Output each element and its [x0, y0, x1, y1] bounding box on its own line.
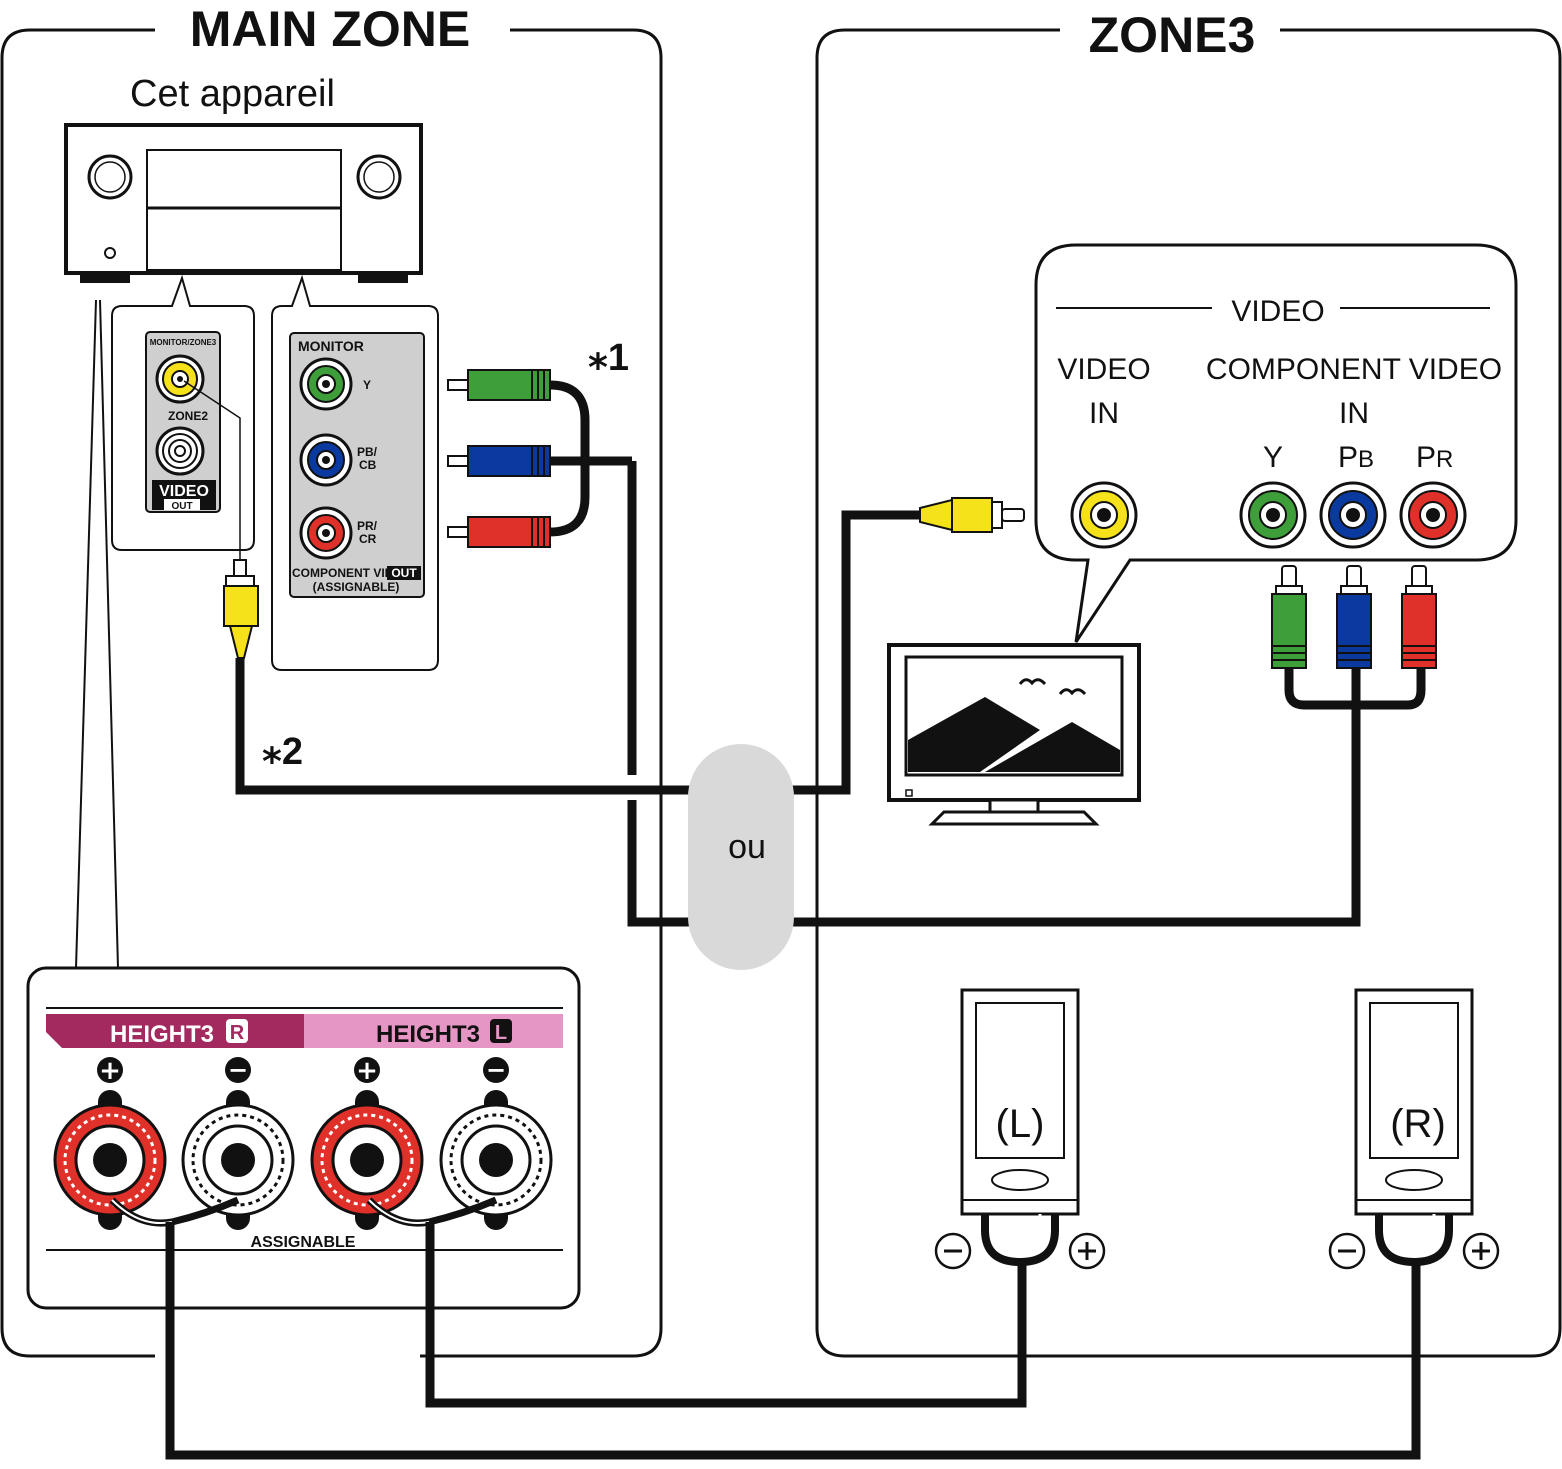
tv-video-in-label: VIDEO [1057, 353, 1150, 386]
assignable-label: ASSIGNABLE [251, 1234, 356, 1251]
monitor-zone3-label: MONITOR/ZONE3 [150, 338, 217, 347]
speaker-cable-left [425, 1222, 1027, 1408]
main-zone-frame [0, 28, 663, 1358]
speaker-right-label: (R) [1390, 1102, 1446, 1146]
monitor-zone3-jack [155, 354, 205, 404]
component-monitor-label: MONITOR [298, 338, 364, 354]
tv-y-label: Y [1263, 441, 1283, 474]
note2-marker: ⁎2 [262, 731, 303, 773]
binding-post-l-plus [310, 1090, 424, 1230]
tv-component-in-label: COMPONENT VIDEO [1206, 353, 1502, 386]
device-label: Cet appareil [130, 73, 335, 115]
composite-cable [235, 510, 922, 795]
or-bubble [688, 744, 794, 970]
component-pr-label: PR/ [357, 519, 378, 533]
height3-l-badge-text: L [495, 1022, 507, 1044]
speaker-icon [934, 988, 1106, 1270]
polarity-markers [97, 1057, 509, 1083]
video-out-label: OUT [171, 501, 192, 512]
rca-plug-icon [919, 497, 1025, 533]
main-zone-title: MAIN ZONE [190, 1, 471, 57]
component-assignable-label: (ASSIGNABLE) [313, 580, 400, 594]
tv-video-in-jack [1070, 481, 1138, 549]
height3-l-label: HEIGHT3 [376, 1021, 480, 1048]
height3-r-badge [226, 1019, 248, 1043]
rca-plug-icon [223, 559, 259, 659]
component-pb-label: PB/ [357, 445, 378, 459]
component-cb-label: CB [359, 458, 377, 472]
component-video-label: COMPONENT VIDEO [292, 566, 411, 580]
binding-post-r-plus [53, 1090, 167, 1230]
tv-pb-jack [1319, 481, 1387, 549]
binding-post-l-minus [439, 1090, 553, 1230]
tv-pr-jack [1399, 481, 1467, 549]
plus-marker-1: + [99, 1056, 121, 1086]
tv-component-in-label-2: IN [1339, 397, 1369, 430]
height3-r-label: HEIGHT3 [110, 1021, 214, 1048]
note1-marker: ⁎1 [588, 337, 629, 379]
tv-pb-label: PB [1338, 441, 1374, 474]
speaker-left-label: (L) [996, 1102, 1045, 1146]
zone2-label: ZONE2 [168, 409, 208, 423]
video-label: VIDEO [159, 483, 209, 500]
binding-post-r-minus [181, 1090, 295, 1230]
av-receiver-icon [64, 123, 423, 283]
zone3-title: ZONE3 [1089, 7, 1256, 63]
component-out-panel [271, 274, 439, 671]
component-pr-jack [299, 506, 353, 560]
tv-pr-label: PR [1416, 441, 1453, 474]
or-label: ou [728, 828, 766, 866]
tv-input-panel [1034, 243, 1518, 643]
height3-l-badge [490, 1019, 512, 1043]
tv-y-jack [1239, 481, 1307, 549]
component-cable-b [627, 665, 1361, 927]
component-out-label: OUT [391, 566, 417, 580]
component-pb-jack [299, 433, 353, 487]
component-plugs-out [447, 369, 632, 548]
tv-video-header: VIDEO [1231, 295, 1324, 328]
speaker-cable-right [165, 1222, 1421, 1460]
component-cr-label: CR [359, 532, 377, 546]
component-y-jack [299, 357, 353, 411]
zone3-frame [815, 28, 1562, 1358]
height3-r-badge-text: R [230, 1022, 245, 1044]
component-plugs-in [1271, 565, 1437, 710]
composite-lead [183, 380, 241, 560]
tv-icon [887, 643, 1141, 826]
callout-lines [75, 299, 119, 969]
zone2-jack [155, 426, 205, 476]
component-y-label: Y [363, 378, 371, 392]
minus-marker-1: − [228, 1056, 248, 1084]
plus-marker-2: + [356, 1056, 378, 1086]
tv-video-in-label-2: IN [1089, 397, 1119, 430]
minus-marker-2: − [486, 1056, 506, 1084]
speaker-icon [1328, 988, 1500, 1270]
